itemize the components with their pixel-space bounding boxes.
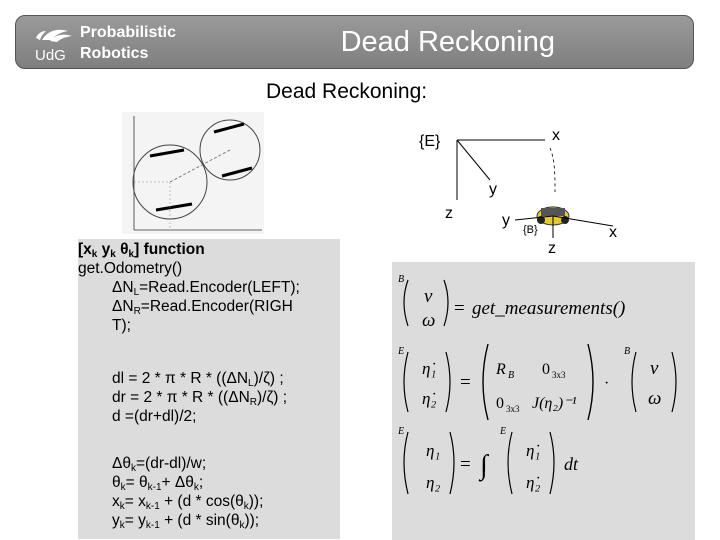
- svg-text:=: =: [454, 298, 465, 319]
- svg-text:E: E: [397, 426, 404, 437]
- svg-text:3x3: 3x3: [552, 370, 566, 380]
- robot-y-label: y: [502, 212, 510, 229]
- svg-text:η₁: η₁: [426, 441, 440, 460]
- reference-frames-diagram: {E} x y z y {B} x z: [405, 120, 635, 255]
- svg-text:E: E: [499, 426, 506, 437]
- svg-text:3x3: 3x3: [506, 404, 520, 414]
- world-z-label: z: [445, 205, 453, 222]
- svg-text:∫: ∫: [478, 450, 490, 482]
- svg-text:η₂: η₂: [426, 473, 440, 492]
- svg-text:η̇₁: η̇₁: [422, 359, 436, 378]
- code-line-4: ΔNR=Read.Encoder(RIGH: [112, 297, 293, 316]
- code-line-1: [xk yk θk] function: [78, 240, 205, 259]
- svg-text:v: v: [650, 358, 659, 379]
- robot-z-label: z: [548, 240, 556, 255]
- code-line-3: ΔNL=Read.Encoder(LEFT);: [112, 278, 300, 297]
- course-name: Probabilistic Robotics: [80, 22, 176, 64]
- course-line-2: Robotics: [80, 43, 176, 64]
- slide-header: UdG Probabilistic Robotics Dead Reckonin…: [15, 15, 694, 69]
- svg-text:η̇₂: η̇₂: [526, 473, 540, 492]
- svg-text:E: E: [397, 346, 404, 357]
- equation-integration: E η₁ η₂ = ∫ E η̇₁ η̇₂ dt: [397, 426, 579, 494]
- code-line-12: yk= yk-1 + (d * sin(θk));: [112, 511, 259, 530]
- measurements-function: get_measurements(): [472, 298, 625, 319]
- robot-x-label: x: [609, 224, 617, 241]
- svg-text:B: B: [398, 274, 404, 285]
- svg-text:η̇₁: η̇₁: [526, 441, 540, 460]
- slide-title: Dead Reckoning: [341, 26, 555, 59]
- world-y-label: y: [489, 181, 497, 198]
- world-x-label: x: [552, 127, 560, 144]
- code-line-10: θk= θk-1+ Δθk;: [112, 473, 203, 492]
- equation-velocity-transform: E η̇₁ η̇₂ = R B 0 3x3 0 3x3 J(η₂)⁻¹ · B …: [397, 344, 676, 420]
- code-line-6: dl = 2 * π * R * ((ΔNL)/ζ) ;: [112, 369, 284, 388]
- svg-text:0: 0: [542, 361, 550, 378]
- logo-text: UdG: [35, 47, 66, 64]
- code-line-7: dr = 2 * π * R * ((ΔNR)/ζ) ;: [112, 388, 287, 407]
- svg-text:R: R: [495, 361, 506, 378]
- course-line-1: Probabilistic: [80, 22, 176, 43]
- equation-measurements: B v ω = get_measurements(): [398, 274, 625, 331]
- udg-logo: UdG: [28, 22, 88, 64]
- svg-text:=: =: [460, 372, 471, 393]
- svg-text:0: 0: [496, 395, 504, 412]
- code-line-2: get.Odometry(): [78, 259, 182, 278]
- svg-text:=: =: [460, 454, 471, 475]
- code-line-9: Δθk=(dr-dl)/w;: [112, 454, 206, 473]
- section-subtitle: Dead Reckoning:: [266, 80, 427, 104]
- svg-text:dt: dt: [564, 454, 579, 474]
- world-frame-label: {E}: [419, 133, 441, 150]
- differential-drive-figure: [122, 112, 264, 234]
- odometry-equations: B v ω = get_measurements() E η̇₁ η̇₂ = R…: [392, 262, 695, 540]
- svg-text:B: B: [508, 370, 514, 381]
- odometry-pseudocode: [xk yk θk] function get.Odometry() ΔNL=R…: [78, 239, 340, 539]
- svg-text:B: B: [624, 346, 630, 357]
- svg-text:ω: ω: [422, 310, 435, 331]
- robot-frame-label: {B}: [523, 224, 538, 236]
- svg-text:J(η₂)⁻¹: J(η₂)⁻¹: [532, 395, 577, 412]
- code-line-8: d =(dr+dl)/2;: [112, 407, 196, 426]
- svg-text:·: ·: [604, 375, 609, 392]
- svg-text:ω: ω: [648, 388, 661, 409]
- svg-text:v: v: [424, 286, 433, 307]
- code-line-11: xk= xk-1 + (d * cos(θk));: [112, 492, 263, 511]
- svg-text:η̇₂: η̇₂: [422, 389, 436, 408]
- code-line-5: T);: [112, 316, 131, 335]
